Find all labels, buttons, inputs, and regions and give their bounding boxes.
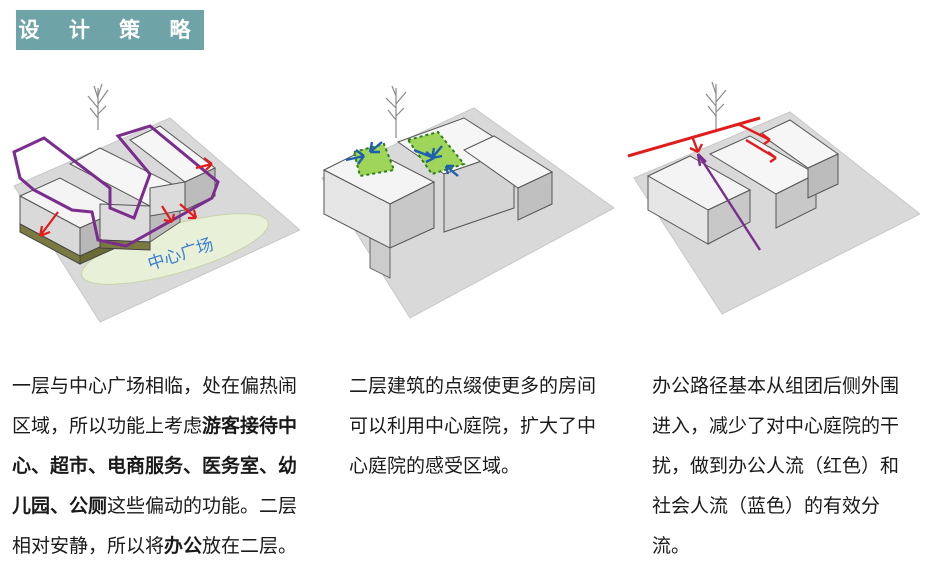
building-icon [322,117,554,279]
diagram-ground-floor-function: 中心广场 [0,78,300,340]
caption-bold-text: 办公 [164,535,203,557]
caption-bold-text: 游客接待中心、超市、电商服务、医务室、幼儿园、公厕 [12,415,298,517]
section-title: 设 计 策 略 [16,10,204,50]
caption-text: 办公路径基本从组团后侧外围进入，减少了对中心庭院的干扰，做到办公人流（红色）和社… [652,375,900,557]
tree-icon [385,85,407,138]
arrow-icon [627,116,777,251]
caption-second-floor: 二层建筑的点缀使更多的房间可以利用中心庭院，扩大了中心庭院的感受区域。 [349,366,601,486]
courtyard-green-1 [352,142,396,178]
diagram-second-floor-courtyard [314,78,614,340]
caption-text: 一层与中心广场相临，处在偏热闹区域，所以功能上考虑 [12,375,298,437]
caption-office-flow: 办公路径基本从组团后侧外围进入，减少了对中心庭院的干扰，做到办公人流（红色）和社… [652,366,914,566]
tree-icon [705,81,727,130]
caption-text: 二层建筑的点缀使更多的房间可以利用中心庭院，扩大了中心庭院的感受区域。 [349,375,597,477]
building-diagram-1: 中心广场 [12,83,300,323]
diagram-office-flow [620,78,920,340]
arrow-icon [38,157,213,238]
purple-outline [12,124,220,248]
arrow-icon [345,141,459,177]
building-diagram-2 [321,85,614,319]
caption-text: 这些偏动的功能。二层相对安静，所以将 [12,495,298,557]
tree-icon [87,83,109,130]
caption-ground-floor: 一层与中心广场相临，处在偏热闹区域，所以功能上考虑游客接待中心、超市、电商服务、… [12,366,308,566]
building-diagram-3 [627,81,920,315]
caption-text: 放在二层。 [202,535,298,557]
